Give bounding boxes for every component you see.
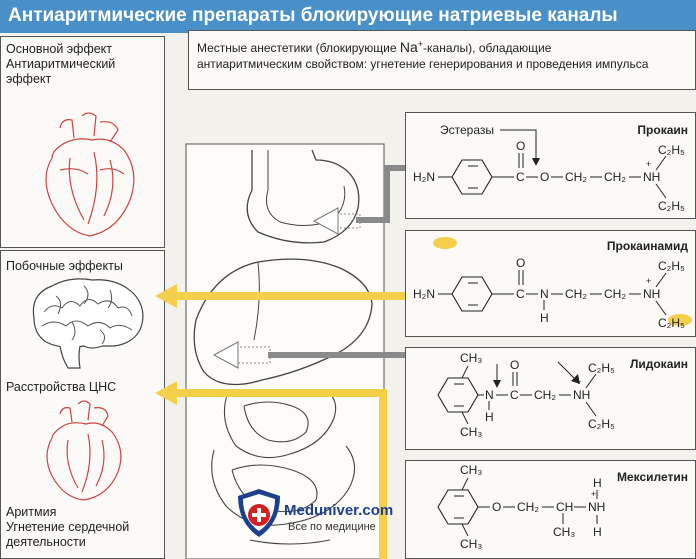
liver-outline — [193, 258, 373, 386]
organ-frame — [185, 143, 385, 559]
absorption-arrow-stomach — [312, 207, 361, 235]
svg-text:O: O — [516, 256, 525, 270]
svg-text:CH₃: CH₃ — [460, 463, 482, 477]
svg-text:C₂H₅: C₂H₅ — [658, 199, 685, 213]
svg-text:CH₂: CH₂ — [517, 500, 539, 514]
svg-text:CH₂: CH₂ — [534, 388, 556, 402]
yellow-arrow-cns — [155, 381, 387, 559]
mexiletine-structure: Мексилетин CH₃ CH₃ O CH₂ CH CH₃ NH + H H — [437, 463, 688, 551]
cns-disorders-label: Расстройства ЦНС — [6, 380, 117, 394]
grey-arrow-lidocaine — [268, 352, 405, 358]
svg-text:CH₃: CH₃ — [553, 525, 575, 539]
svg-text:C: C — [510, 388, 519, 402]
svg-text:H: H — [593, 476, 602, 490]
procainamide-box — [405, 230, 696, 337]
heart-icon — [45, 112, 135, 237]
watermark-tagline: Все по медицине — [288, 521, 376, 533]
svg-text:C₂H₅: C₂H₅ — [588, 417, 615, 431]
title-bar — [0, 0, 696, 33]
main-effect-panel — [0, 36, 165, 248]
arrhythmia-label: Аритмия Угнетение сердечной деятельности — [6, 505, 130, 549]
svg-text:C: C — [516, 287, 525, 301]
svg-text:CH₃: CH₃ — [460, 351, 482, 365]
svg-text:N: N — [540, 287, 549, 301]
procaine-structure: Прокаин Эстеразы H₂N C O O CH₂ CH₂ NH + … — [413, 123, 688, 213]
procaine-box — [405, 112, 696, 219]
procainamide-name: Прокаинамид — [607, 239, 689, 253]
svg-text:C₂H₅: C₂H₅ — [658, 259, 685, 273]
mexiletine-name: Мексилетин — [617, 470, 688, 484]
svg-text:CH₃: CH₃ — [460, 425, 482, 439]
svg-text:CH₂: CH₂ — [604, 287, 626, 301]
watermark-brand: Meduniver.com — [284, 502, 394, 519]
absorption-arrow-liver — [212, 341, 271, 369]
meduniver-logo-icon — [238, 489, 280, 537]
stomach-outline — [246, 149, 360, 244]
svg-text:NH: NH — [588, 500, 605, 514]
brain-icon — [32, 278, 144, 369]
svg-text:C₂H₅: C₂H₅ — [588, 361, 615, 375]
svg-text:O: O — [492, 500, 501, 514]
lidocaine-box — [405, 347, 696, 450]
side-effects-label: Побочные эффекты — [6, 259, 123, 273]
intestines-outline — [211, 389, 356, 545]
svg-text:O: O — [540, 170, 549, 184]
description-box — [188, 30, 696, 90]
pill-marker — [433, 237, 457, 249]
esterase-label: Эстеразы — [440, 123, 494, 137]
lidocaine-structure: Лидокаин CH₃ CH₃ N H C O CH₂ NH + C₂H₅ C… — [437, 351, 688, 439]
svg-text:NH: NH — [643, 287, 660, 301]
svg-text:CH₂: CH₂ — [565, 287, 587, 301]
svg-text:O: O — [510, 358, 519, 372]
svg-text:CH₃: CH₃ — [460, 537, 482, 551]
svg-text:CH₂: CH₂ — [565, 170, 587, 184]
grey-arrow-procaine — [356, 165, 405, 223]
svg-text:H: H — [540, 311, 549, 325]
svg-text:CH: CH — [556, 500, 573, 514]
pill-marker — [668, 314, 692, 326]
svg-text:+: + — [646, 276, 651, 286]
main-effect-label: Основной эффект Антиаритмический эффект — [6, 42, 116, 86]
description-text: Местные анестетики (блокирующие Na+-кана… — [197, 39, 649, 71]
svg-text:NH: NH — [643, 170, 660, 184]
yellow-arrow-side-effects — [155, 284, 405, 308]
svg-text:CH₂: CH₂ — [604, 170, 626, 184]
svg-text:+: + — [646, 159, 651, 169]
procainamide-structure: Прокаинамид H₂N C O N H CH₂ CH₂ NH + C₂H… — [413, 239, 688, 330]
svg-text:C₂H₅: C₂H₅ — [658, 316, 685, 330]
svg-text:H: H — [485, 410, 494, 424]
page-title: Антиаритмические препараты блокирующие н… — [8, 5, 618, 26]
svg-text:H: H — [593, 525, 602, 539]
svg-text:H₂N: H₂N — [413, 287, 435, 301]
svg-text:C: C — [516, 170, 525, 184]
procaine-name: Прокаин — [637, 123, 688, 137]
lidocaine-name: Лидокаин — [630, 357, 688, 371]
mexiletine-box — [405, 460, 696, 559]
svg-text:C₂H₅: C₂H₅ — [658, 143, 685, 157]
svg-text:O: O — [516, 139, 525, 153]
svg-text:N: N — [485, 388, 494, 402]
heart-icon-small — [46, 400, 122, 501]
svg-text:+: + — [591, 489, 596, 499]
svg-text:H₂N: H₂N — [413, 170, 435, 184]
svg-text:NH: NH — [573, 388, 590, 402]
